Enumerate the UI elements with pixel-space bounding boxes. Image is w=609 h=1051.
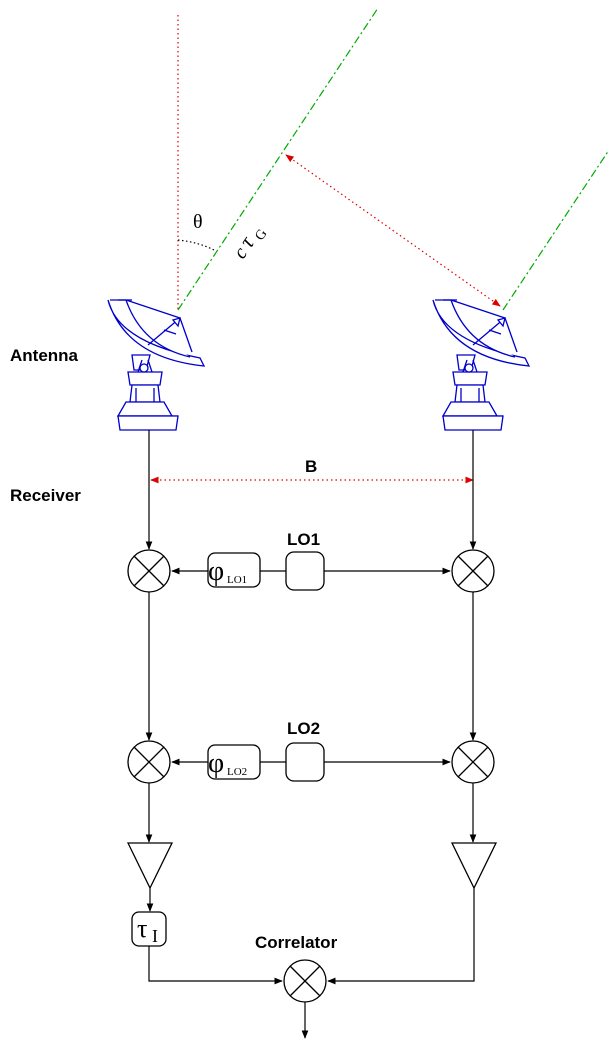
lo1-oscillator-box	[285, 551, 325, 591]
lo1-label: LO1	[287, 530, 320, 549]
delay-sub-label: G	[253, 227, 271, 244]
correlator-label: Correlator	[255, 933, 338, 952]
mixer-right-1	[451, 549, 495, 593]
tau-i-sub: I	[152, 926, 158, 946]
tau-i-label: τ	[137, 914, 147, 943]
lo2-oscillator-box	[285, 742, 325, 782]
mixer-left-2	[127, 740, 171, 784]
phi-lo1-label: φ	[208, 556, 224, 587]
receiver-label: Receiver	[10, 486, 81, 505]
mixer-right-2	[451, 740, 495, 784]
right-to-correlator-line	[327, 888, 475, 985]
phi-lo1-sub: LO1	[227, 574, 247, 586]
antenna-label: Antenna	[10, 346, 79, 365]
antenna-left	[107, 299, 206, 431]
wavefront-line-right	[502, 149, 609, 311]
antenna-right	[432, 299, 531, 431]
amplifier-left	[126, 842, 174, 890]
theta-label: θ	[193, 211, 203, 233]
mixer-left-1	[127, 549, 171, 593]
amplifier-right	[450, 842, 498, 890]
theta-arc	[177, 239, 215, 251]
phi-lo1-box	[207, 552, 261, 588]
delay-path-arrow	[285, 154, 501, 307]
left-to-correlator-line	[148, 946, 283, 985]
lo2-label: LO2	[287, 719, 320, 738]
wavefront-line-left	[177, 7, 379, 311]
baseline-label: B	[305, 457, 317, 476]
phi-lo2-label: φ	[208, 748, 224, 779]
phi-lo2-sub: LO2	[227, 766, 247, 778]
correlator-multiplier	[283, 959, 327, 1003]
